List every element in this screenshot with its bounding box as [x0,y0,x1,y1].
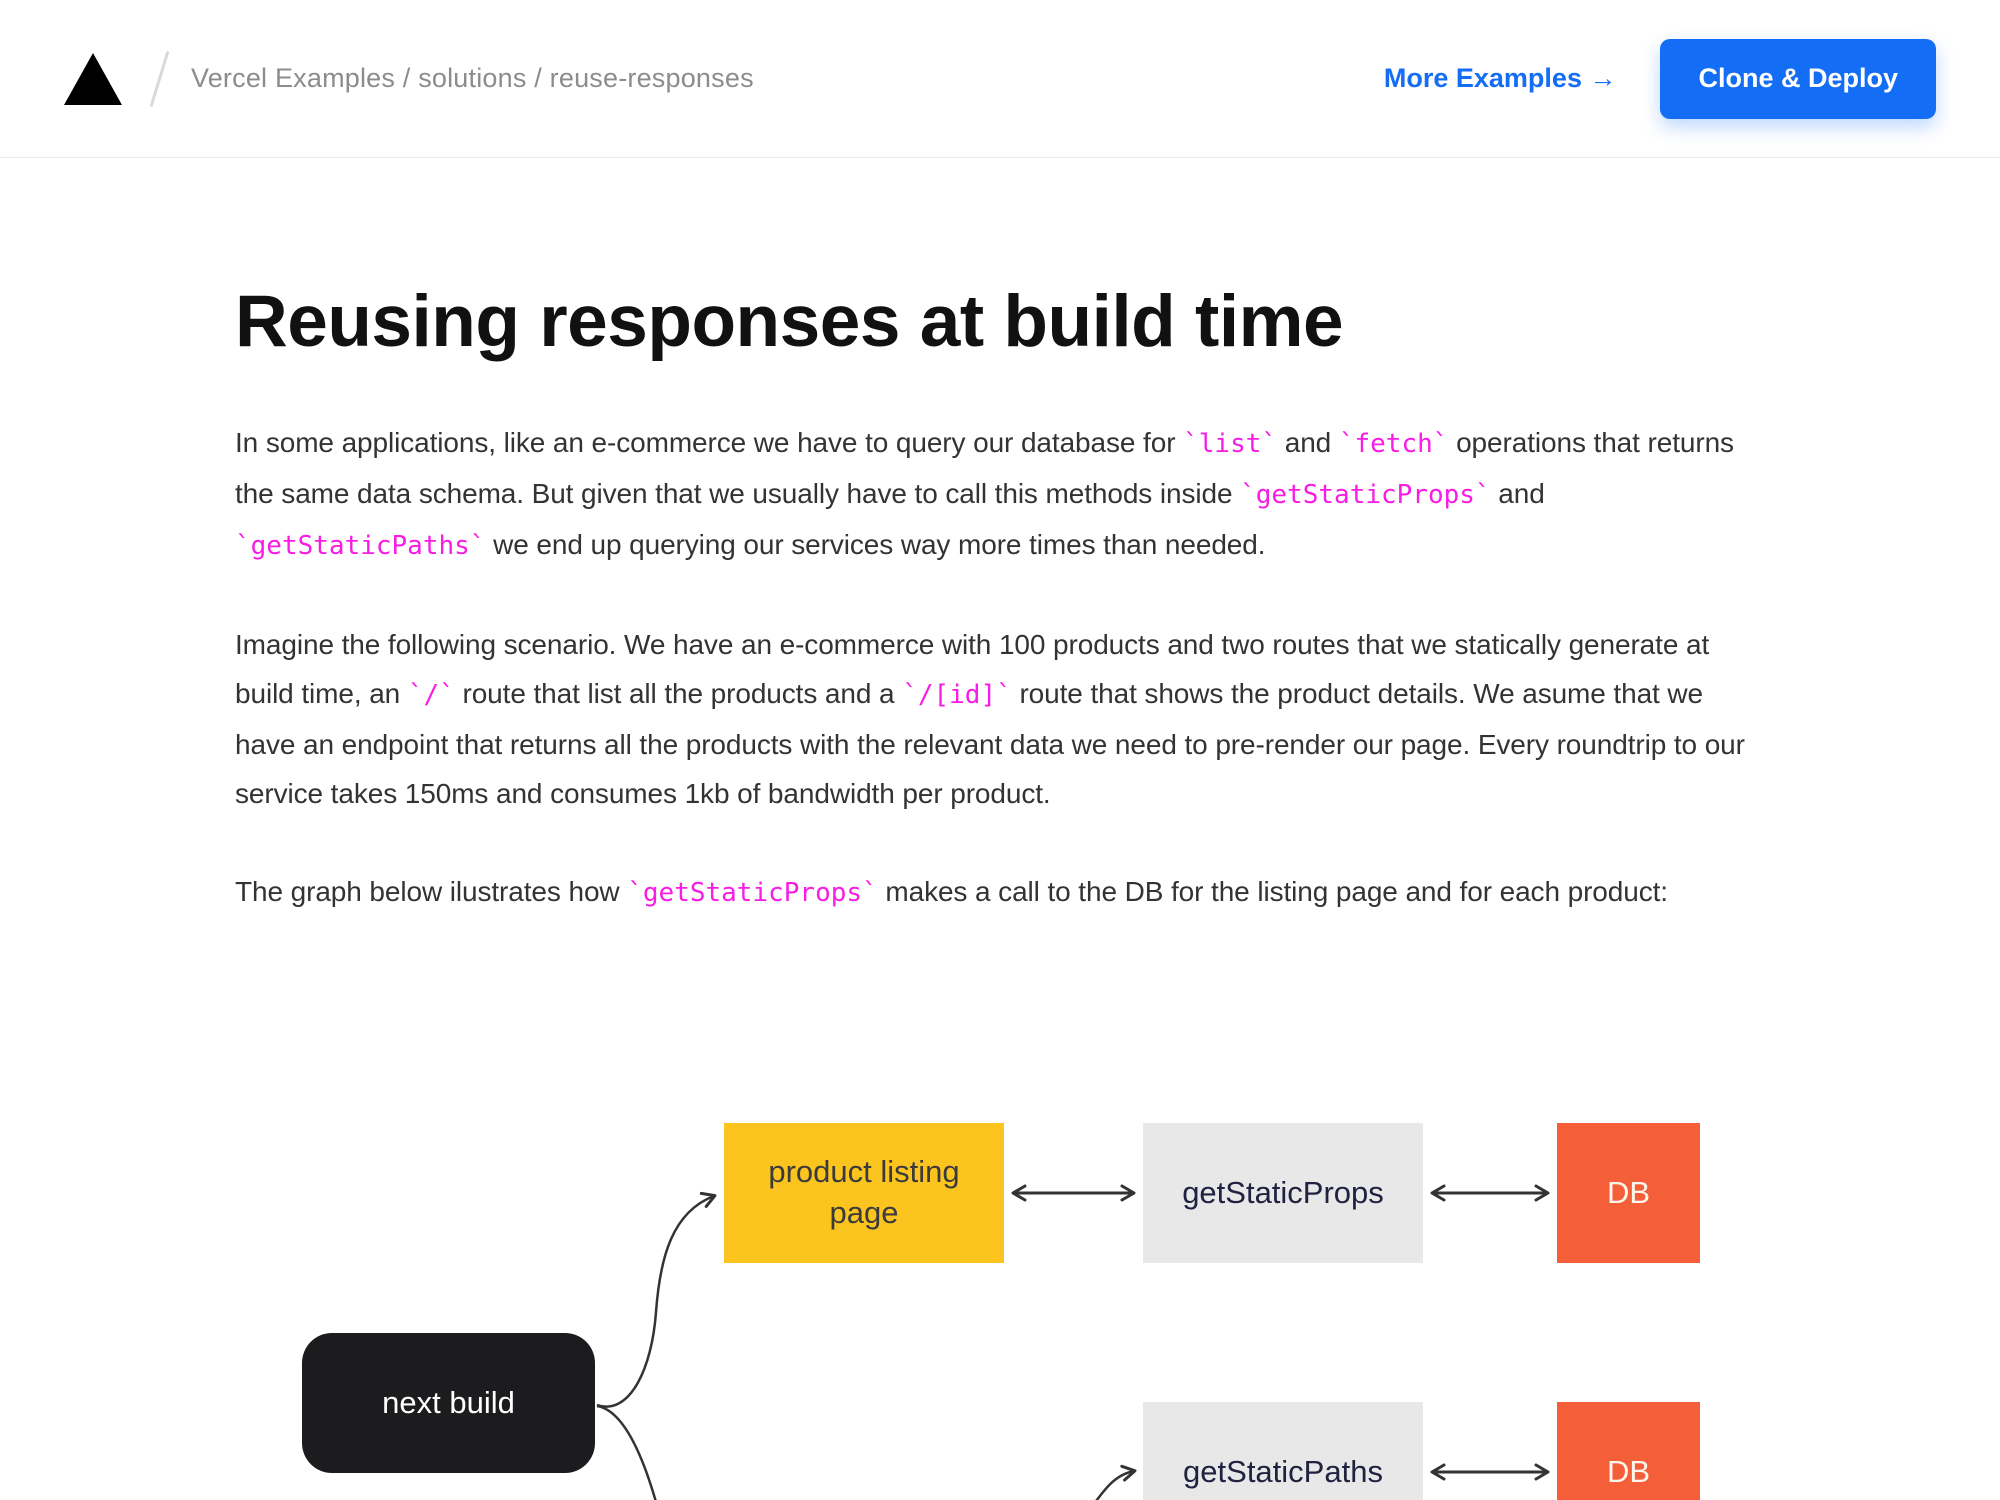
edge-build-downward [596,1404,657,1500]
build-flow-diagram: next build product listing page getStati… [200,1050,2000,1500]
text-segment: and [1490,478,1545,510]
vercel-triangle-icon[interactable] [64,52,122,105]
diagram-node-db-top: DB [1557,1123,1700,1263]
edge-to-get-static-paths [1095,1464,1137,1500]
inline-code: `/` [407,680,455,711]
text-segment: makes a call to the DB for the listing p… [877,876,1668,908]
intro-paragraph: In some applications, like an e-commerce… [235,418,1765,571]
text-segment: operations that returns the same data sc… [235,427,1734,510]
article-content: Reusing responses at build time In some … [0,281,2000,918]
inline-code: `getStaticPaths` [235,531,486,562]
diagram-node-db-bottom: DB [1557,1402,1700,1500]
inline-code: `getStaticProps` [627,878,878,909]
more-examples-link[interactable]: More Examples → [1383,63,1617,93]
text-segment: In some applications, like an e-commerce… [235,427,1184,459]
vercel-triangle-icon [64,52,122,105]
scenario-paragraph: Imagine the following scenario. We have … [235,620,1765,818]
diagram-node-product-listing-page: product listing page [724,1123,1004,1263]
breadcrumb[interactable]: Vercel Examples / solutions / reuse-resp… [191,63,754,93]
inline-code: `getStaticProps` [1240,480,1491,511]
inline-code: `fetch` [1338,429,1449,460]
site-header: Vercel Examples / solutions / reuse-resp… [0,0,2000,158]
text-segment: The graph below ilustrates how [235,876,628,908]
page-title: Reusing responses at build time [235,281,1344,362]
diagram-node-get-static-paths: getStaticPaths [1143,1402,1423,1500]
diagram-node-get-static-props: getStaticProps [1143,1123,1423,1263]
inline-code: `list` [1183,429,1278,460]
clone-deploy-button[interactable]: Clone & Deploy [1660,38,1936,119]
inline-code: `/[id]` [902,680,1012,711]
text-segment: Imagine the following scenario. We have … [235,629,1710,710]
text-segment: and [1277,427,1339,459]
diagram-node-next-build: next build [302,1333,595,1473]
breadcrumb-slash-divider [149,50,170,107]
text-segment: we end up querying our services way more… [485,529,1266,561]
text-segment: route that shows the product details. We… [235,678,1745,810]
edge-build-to-listing [596,1191,717,1408]
graph-intro-paragraph: The graph below ilustrates how `getStati… [235,867,1765,918]
text-segment: route that list all the products and a [454,678,903,710]
